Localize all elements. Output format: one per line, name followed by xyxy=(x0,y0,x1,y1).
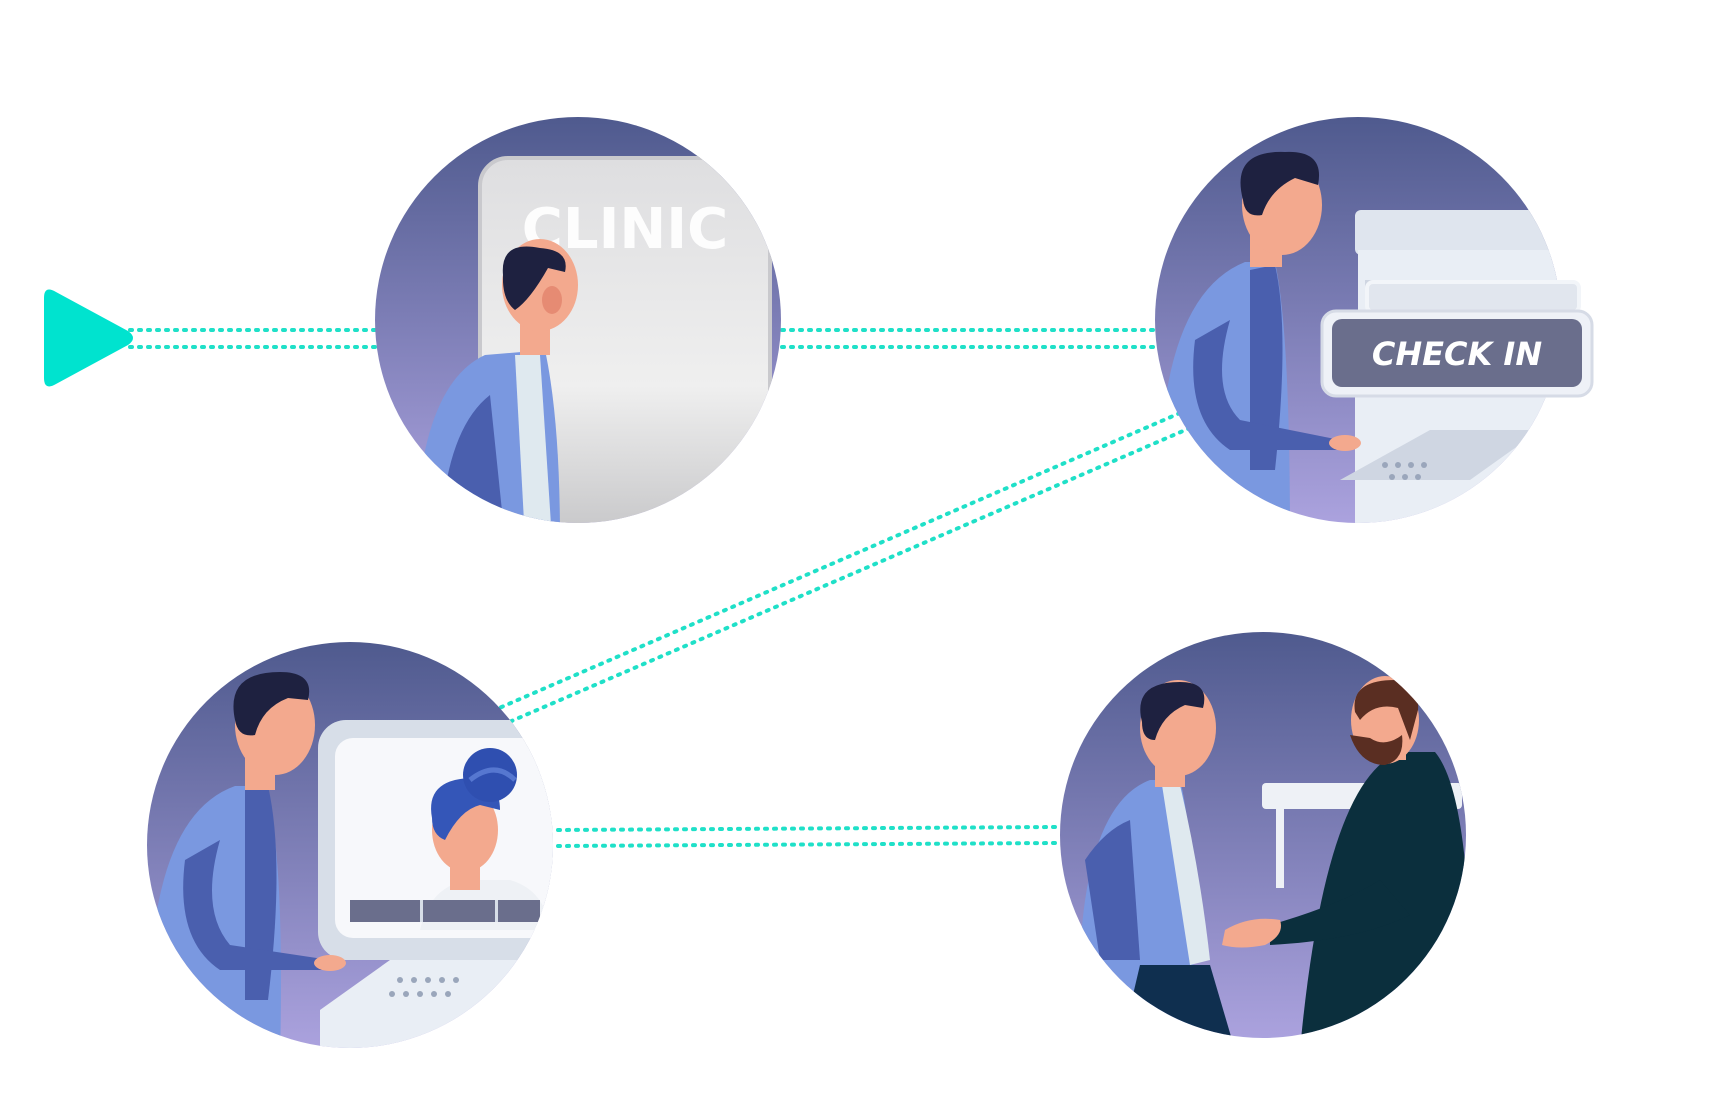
patient-hair xyxy=(1240,151,1320,216)
check-in-panel: CHECK IN xyxy=(1320,280,1594,398)
step-check-in-bubble: CHECK IN xyxy=(1155,117,1594,523)
patient-hair xyxy=(1140,682,1205,740)
step-arrive-bubble: CLINIC xyxy=(375,117,781,523)
check-in-text: CHECK IN xyxy=(1372,335,1542,373)
patient-shirt-collar xyxy=(515,355,552,523)
handshake xyxy=(1222,918,1281,948)
doctor-beard xyxy=(1350,735,1403,765)
step-reception-bubble xyxy=(147,642,553,1048)
patient-arm xyxy=(183,840,335,970)
patient-hair xyxy=(233,672,310,736)
start-play-icon xyxy=(44,289,133,387)
patient-hair xyxy=(502,246,566,310)
doctor-arm xyxy=(1270,880,1410,945)
kiosk-top xyxy=(1355,210,1555,255)
connector-start-to-arrive xyxy=(128,328,377,349)
connector-reception-to-doctor xyxy=(556,825,1057,848)
connector-lines xyxy=(128,328,1192,848)
step-meet-doctor-bubble xyxy=(1060,632,1466,1038)
patient-arm xyxy=(1193,320,1345,450)
connector-arrive-to-checkin xyxy=(780,328,1157,349)
patient-shirt-collar xyxy=(1162,785,1210,965)
doctor-hair xyxy=(1354,680,1419,740)
connector-checkin-to-reception xyxy=(488,411,1192,728)
check-in-button xyxy=(1332,319,1582,387)
